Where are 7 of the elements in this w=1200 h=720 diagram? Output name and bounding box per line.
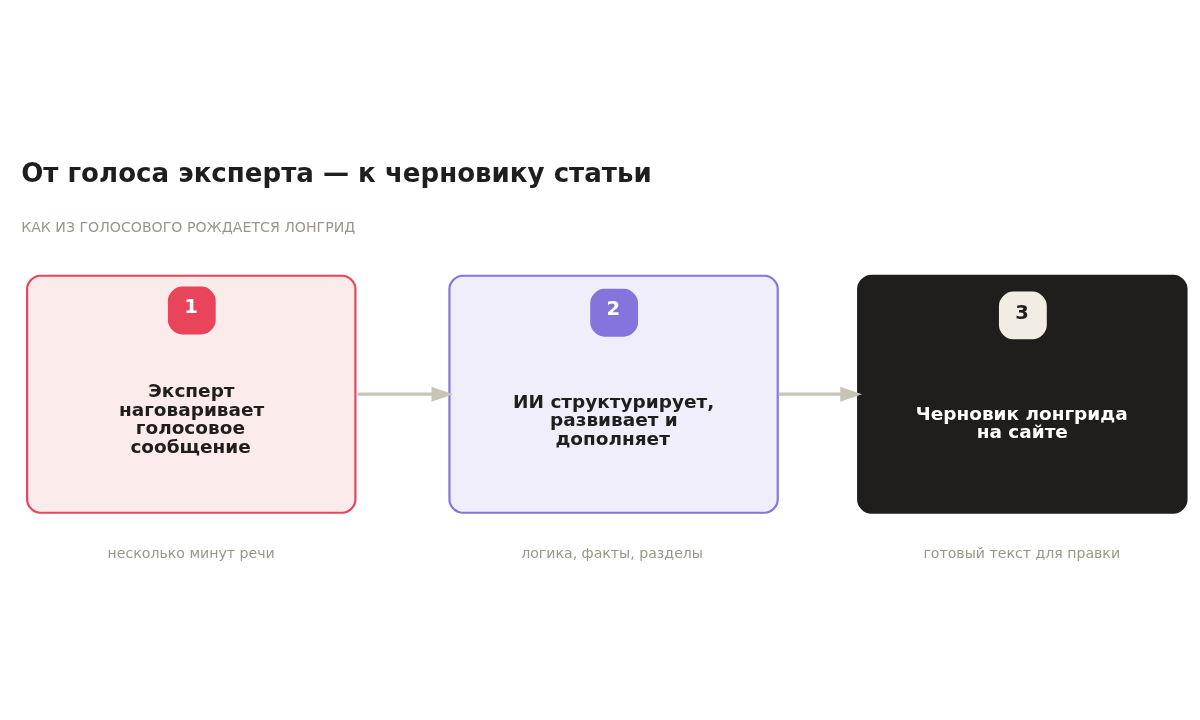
node-label: логика, факты, разделы bbox=[521, 544, 704, 561]
label: КАК ИЗ ГОЛОСОВОГО РОЖДАЕТСЯ ЛОНГРИД bbox=[21, 218, 356, 235]
node-label: несколько минут речи bbox=[107, 544, 275, 561]
diagram-title: От голоса эксперта — к черновику статьи bbox=[21, 158, 652, 189]
node-label: готовый текст для правки bbox=[923, 544, 1121, 561]
arrow bbox=[357, 386, 454, 402]
arrow bbox=[778, 386, 863, 402]
